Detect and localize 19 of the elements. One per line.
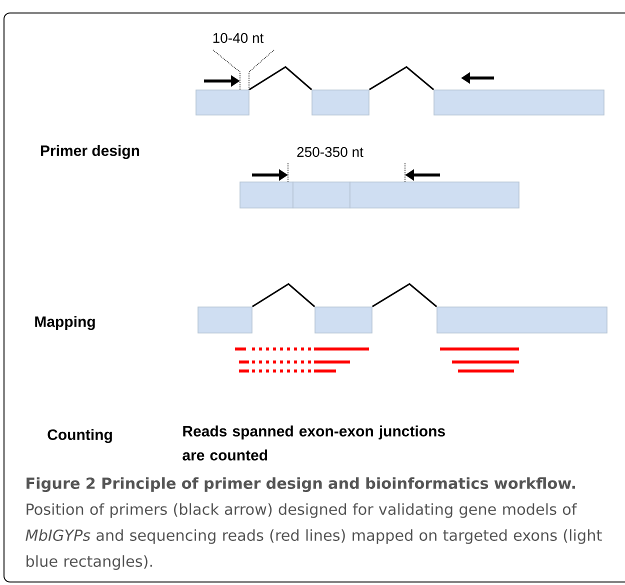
exon-box (312, 90, 370, 116)
intron-line (248, 66, 312, 90)
exon-box (292, 182, 350, 208)
exon-box (436, 306, 608, 334)
exon-box (240, 182, 294, 208)
intron-line (368, 66, 434, 90)
step-label: Counting (48, 428, 112, 444)
exon-box (314, 306, 372, 334)
step-label: Primer design (41, 144, 140, 160)
exon-box (196, 90, 250, 116)
note-text: Reads spanned exon-exon junctions are counted (182, 425, 445, 460)
intron-line (252, 283, 316, 308)
step-label: Mapping (35, 316, 95, 330)
exon-box (198, 306, 252, 334)
dimension-label: 250-350 nt (297, 147, 364, 157)
dimension-label: 10-40 nt (213, 33, 264, 43)
exon-box (434, 90, 604, 116)
figure-caption: Figure 2 Principle of primer design and bioinformatics workflow. Position of primers (black arrow) designed for validating gene models of MbIGYPs and sequencing reads (red lines) mapped on targeted exons (light blue rectangles). (26, 477, 602, 570)
intron-line (372, 283, 438, 308)
